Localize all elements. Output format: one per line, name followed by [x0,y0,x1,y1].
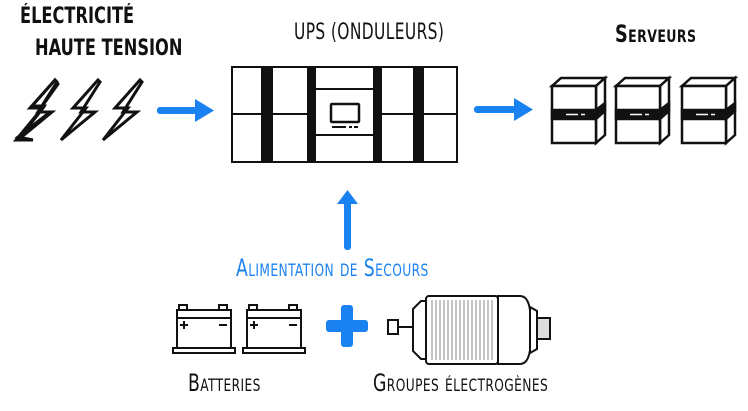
plus-icon [326,305,368,347]
battery-icon [242,304,306,354]
generator-icon [387,295,551,365]
arrow-icon [157,99,214,122]
generators-label: Groupes électrogènes [373,369,549,397]
backup-label: Alimentation de Secours [236,254,429,282]
ups-label: UPS (onduleurs) [294,20,445,45]
arrow-icon [474,98,533,121]
server-icon [678,75,739,146]
servers-label: Serveurs [615,20,697,48]
lightning-bolt-icon [59,77,102,142]
server-icon [548,75,609,146]
server-icon [612,75,673,146]
arrow-icon [337,190,358,250]
source-label-line2: haute tension [35,36,183,61]
battery-icon [172,304,236,354]
source-label-line1: Électricité [20,4,135,29]
lightning-bolt-icon [16,77,59,142]
ups-cabinet-icon [231,66,458,163]
lightning-bolt-icon [101,77,144,142]
batteries-label: Batteries [188,369,261,397]
